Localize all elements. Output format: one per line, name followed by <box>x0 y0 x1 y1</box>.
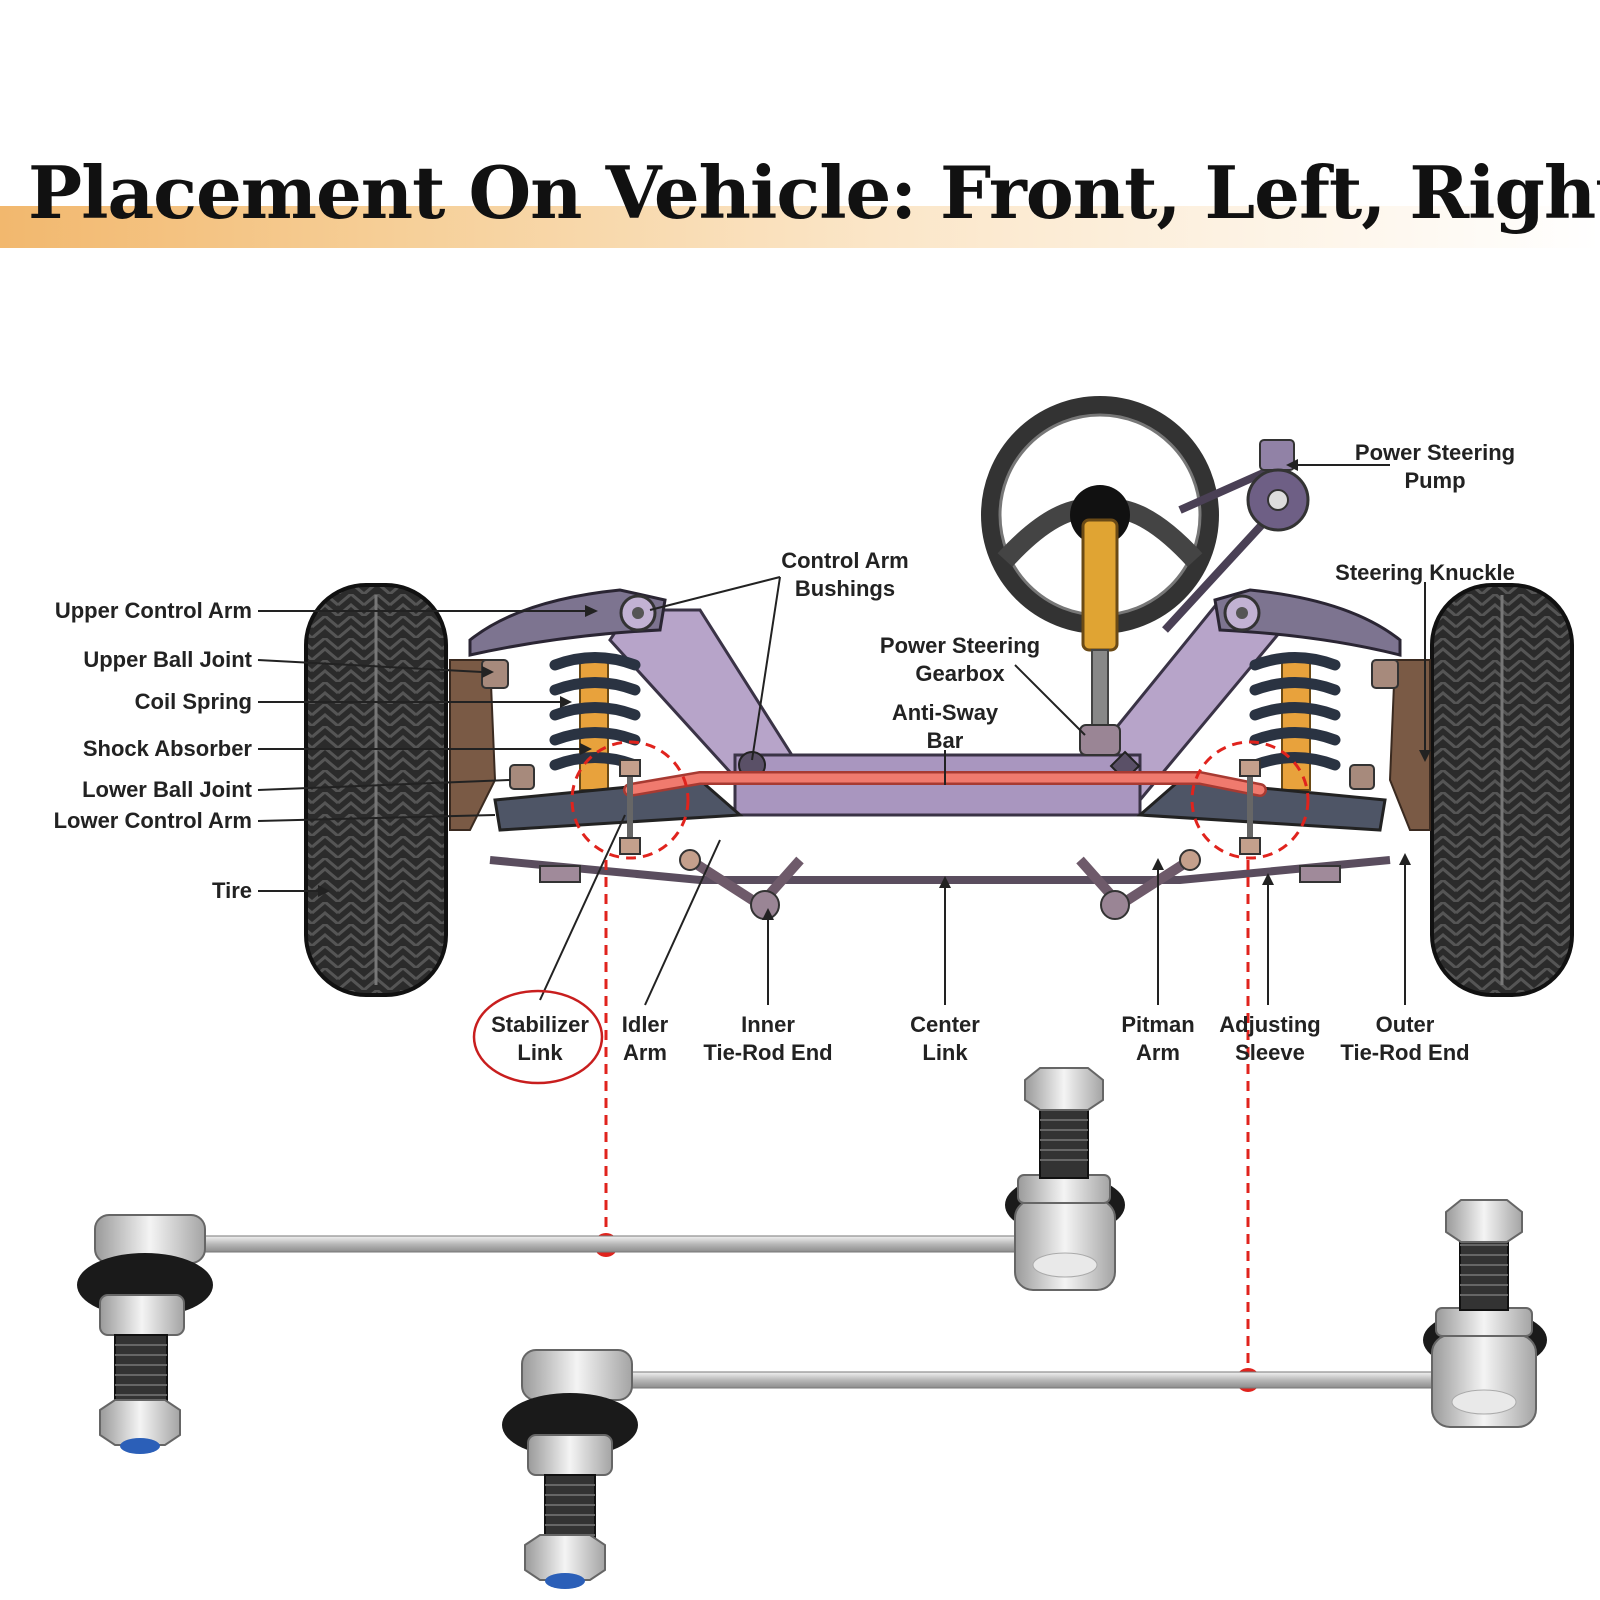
label-anti-sway-bar-line2: Bar <box>927 728 964 753</box>
label-anti-sway-bar-line1: Anti-Sway <box>892 700 999 725</box>
right-lower-ball-joint <box>1349 764 1375 790</box>
label-shock-absorber: Shock Absorber <box>83 736 253 761</box>
label-coil-spring: Coil Spring <box>135 689 252 714</box>
label-steering-knuckle: Steering Knuckle <box>1335 560 1515 585</box>
label-inner-tie-rod-end-line2: Tie-Rod End <box>703 1040 832 1065</box>
label-pitman-arm-line2: Arm <box>1136 1040 1180 1065</box>
left-lower-ball-joint <box>509 764 535 790</box>
label-tire: Tire <box>212 878 252 903</box>
right-link-highlight-circle <box>1190 740 1310 860</box>
product-stabilizer-link-1 <box>77 1067 1125 1454</box>
left-coil-spring <box>549 652 641 791</box>
label-adjusting-sleeve-line1: Adjusting <box>1219 1012 1320 1037</box>
pitman-arm-joint <box>1100 890 1130 920</box>
label-power-steering-pump-line1: Power Steering <box>1355 440 1515 465</box>
power-steering-gearbox-body <box>1079 724 1121 756</box>
left-tire <box>304 583 448 997</box>
right-upper-control-arm <box>1213 588 1402 657</box>
right-tire <box>1430 583 1574 997</box>
title-highlight-band <box>0 206 1600 248</box>
stabilizer-link-label-circle <box>472 989 604 1085</box>
label-control-arm-bushings-line2: Bushings <box>795 576 895 601</box>
label-power-steering-gearbox-line2: Gearbox <box>915 661 1005 686</box>
label-center-link-line1: Center <box>910 1012 980 1037</box>
right-stabilizer-link <box>1239 759 1261 855</box>
leader-arrowheads <box>318 459 1431 920</box>
label-idler-arm-line1: Idler <box>622 1012 669 1037</box>
leader-lines <box>257 464 1426 1006</box>
label-stabilizer-link-line2: Link <box>517 1040 563 1065</box>
steering-column <box>1081 518 1119 652</box>
label-pitman-arm-line1: Pitman <box>1121 1012 1194 1037</box>
page-title: Placement On Vehicle: Front, Left, Right <box>28 150 1600 235</box>
right-upper-ball-joint <box>1371 659 1399 689</box>
label-outer-tie-rod-end-line2: Tie-Rod End <box>1340 1040 1469 1065</box>
label-control-arm-bushings-line1: Control Arm <box>781 548 909 573</box>
label-upper-control-arm: Upper Control Arm <box>55 598 252 623</box>
right-steering-knuckle <box>1388 659 1431 831</box>
label-power-steering-pump-line2: Pump <box>1404 468 1465 493</box>
label-center-link-line2: Link <box>922 1040 968 1065</box>
right-coil-spring <box>1249 652 1341 791</box>
label-lower-control-arm: Lower Control Arm <box>54 808 252 833</box>
label-lower-ball-joint: Lower Ball Joint <box>82 777 253 802</box>
power-steering-pump <box>1162 439 1310 633</box>
label-stabilizer-link-line1: Stabilizer <box>491 1012 589 1037</box>
left-link-highlight-circle <box>570 740 690 860</box>
steering-linkage <box>489 849 1391 920</box>
left-stabilizer-link <box>619 759 641 855</box>
label-adjusting-sleeve-line2: Sleeve <box>1235 1040 1305 1065</box>
label-idler-arm-line2: Arm <box>623 1040 667 1065</box>
label-upper-ball-joint: Upper Ball Joint <box>83 647 252 672</box>
label-inner-tie-rod-end-line1: Inner <box>741 1012 795 1037</box>
left-upper-control-arm <box>468 588 667 657</box>
label-outer-tie-rod-end-line1: Outer <box>1376 1012 1435 1037</box>
label-power-steering-gearbox-line1: Power Steering <box>880 633 1040 658</box>
product-stabilizer-link-2 <box>502 1199 1547 1589</box>
